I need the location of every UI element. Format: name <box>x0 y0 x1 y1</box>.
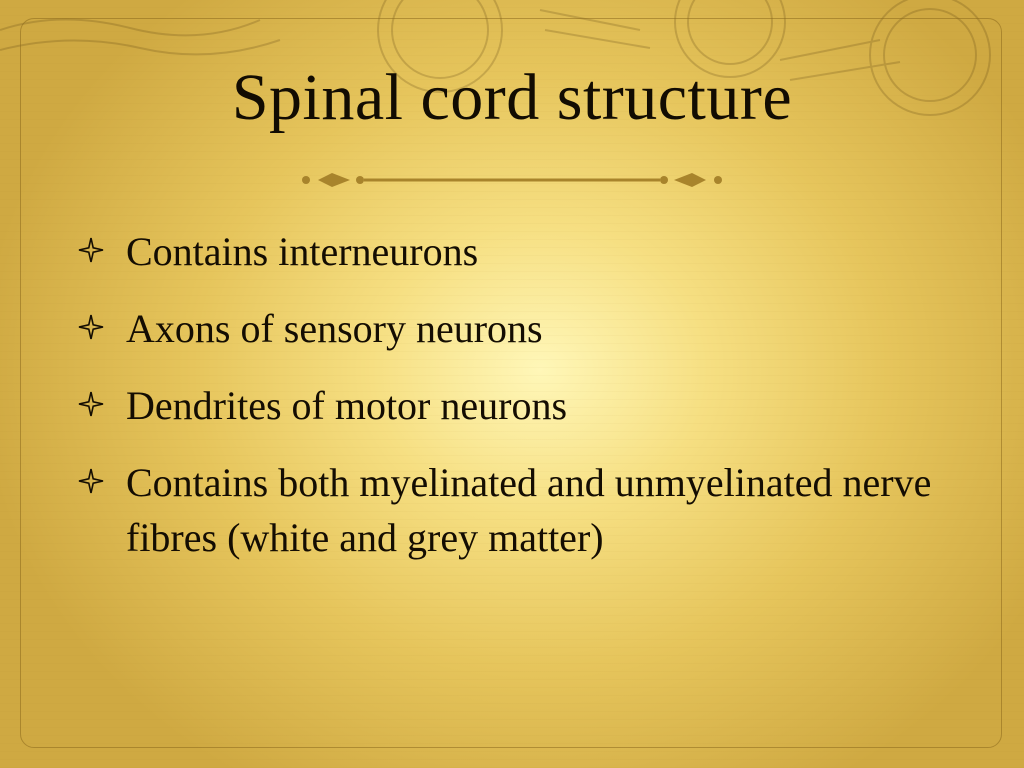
list-item: Contains both myelinated and unmyelinate… <box>78 455 958 565</box>
bullet-list: Contains interneurons Axons of sensory n… <box>78 224 958 587</box>
four-point-star-icon <box>78 224 126 276</box>
four-point-star-icon <box>78 301 126 353</box>
list-item: Axons of sensory neurons <box>78 301 958 356</box>
four-point-star-icon <box>78 378 126 430</box>
bullet-text: Contains both myelinated and unmyelinate… <box>126 460 932 560</box>
four-point-star-icon <box>78 455 126 507</box>
bullet-text: Dendrites of motor neurons <box>126 383 568 428</box>
slide-title: Spinal cord structure <box>231 61 793 134</box>
list-item: Dendrites of motor neurons <box>78 378 958 433</box>
ornamental-divider-icon <box>302 173 722 187</box>
postage-stamp-icon <box>0 0 991 116</box>
bullet-text: Contains interneurons <box>126 229 479 274</box>
slide-frame <box>20 18 1002 748</box>
list-item: Contains interneurons <box>78 224 958 279</box>
bullet-text: Axons of sensory neurons <box>126 306 543 351</box>
